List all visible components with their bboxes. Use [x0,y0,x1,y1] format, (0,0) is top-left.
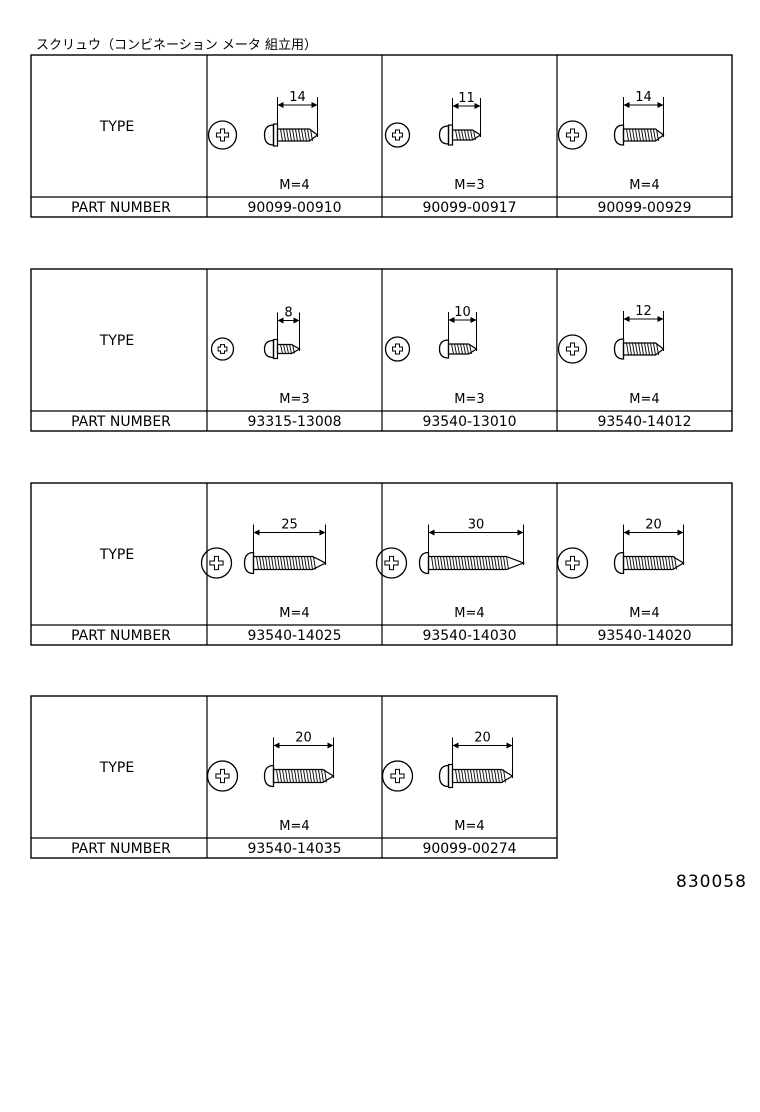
length-value: 8 [284,306,292,321]
screw-cell: 20M=4 93540-14020 [556,518,692,644]
part-number[interactable]: 93540-14020 [597,628,691,644]
part-number[interactable]: 93540-13010 [422,414,516,430]
screw-head-top-view-icon [375,547,408,579]
length-dimension: 20 [273,731,334,778]
screw-side-view-icon [263,338,301,360]
screw-head-top-view-icon [210,337,235,361]
part-number[interactable]: 90099-00910 [247,200,341,216]
screw-side-view-icon [243,551,327,575]
length-value: 30 [468,518,485,533]
screw-head-top-view-icon [384,336,411,362]
screw-side-view-icon [263,123,319,147]
screw-side-view-icon [438,339,478,359]
screw-side-view-icon [438,124,482,146]
screw-head-top-view-icon [206,760,239,792]
part-number[interactable]: 93315-13008 [247,414,341,430]
length-dimension: 20 [452,731,513,778]
length-value: 11 [458,91,475,106]
length-dimension: 25 [253,518,326,565]
screw-head-top-view-icon [200,547,233,579]
screw-cell: 30M=4 93540-14030 [375,518,526,644]
part-number[interactable]: 93540-14012 [597,414,691,430]
part-number[interactable]: 93540-14030 [422,628,516,644]
thread-size: M=4 [454,819,484,834]
thread-size: M=4 [454,606,484,621]
screw-cell: 14M=4 90099-00929 [557,90,692,216]
thread-size: M=3 [454,392,484,407]
screw-head-top-view-icon [381,760,414,792]
thread-size: M=4 [279,178,309,193]
screw-side-view-icon [438,763,514,789]
screw-side-view-icon [418,551,526,575]
length-value: 20 [474,731,491,746]
screw-cell: 11M=3 90099-00917 [384,91,517,216]
screw-side-view-icon [613,551,685,575]
length-value: 14 [635,90,652,105]
length-value: 14 [289,90,306,105]
thread-size: M=3 [279,392,309,407]
screw-cell: 25M=4 93540-14025 [200,518,342,644]
length-value: 20 [645,518,662,533]
thread-size: M=4 [629,392,659,407]
type-label: TYPE [99,760,134,776]
page-title: スクリュウ（コンビネーション メータ 組立用） [36,38,318,53]
type-label: TYPE [99,119,134,135]
length-value: 25 [281,518,298,533]
part-number-label: PART NUMBER [71,200,171,216]
length-dimension: 30 [428,518,524,565]
screw-head-top-view-icon [207,120,238,150]
screw-cell: 14M=4 90099-00910 [207,90,342,216]
part-number-label: PART NUMBER [71,628,171,644]
screw-side-view-icon [613,338,665,360]
thread-size: M=4 [629,606,659,621]
length-value: 10 [454,305,471,320]
part-number[interactable]: 93540-14035 [247,841,341,857]
length-dimension: 10 [448,305,477,351]
screw-side-view-icon [263,764,335,788]
screw-cell: 12M=4 93540-14012 [557,304,692,430]
reference-code: 830058 [676,872,747,892]
thread-size: M=4 [279,606,309,621]
screw-head-top-view-icon [556,547,589,579]
thread-size: M=4 [629,178,659,193]
part-number[interactable]: 93540-14025 [247,628,341,644]
length-dimension: 14 [623,90,664,137]
screw-cell: 20M=4 93540-14035 [206,731,342,857]
length-value: 12 [635,304,652,319]
screw-cell: 8M=3 93315-13008 [210,306,342,430]
screw-cell: 10M=3 93540-13010 [384,305,517,430]
part-number-label: PART NUMBER [71,414,171,430]
length-dimension: 8 [277,306,300,351]
length-dimension: 11 [452,91,481,137]
part-number[interactable]: 90099-00274 [422,841,516,857]
screw-side-view-icon [613,124,665,146]
length-dimension: 20 [623,518,684,565]
part-number[interactable]: 90099-00929 [597,200,691,216]
length-dimension: 12 [623,304,664,351]
part-number[interactable]: 90099-00917 [422,200,516,216]
screw-cell: 20M=4 90099-00274 [381,731,517,857]
thread-size: M=4 [279,819,309,834]
screw-head-top-view-icon [557,334,588,364]
length-value: 20 [295,731,312,746]
screw-head-top-view-icon [384,122,411,148]
type-label: TYPE [99,547,134,563]
thread-size: M=3 [454,178,484,193]
type-label: TYPE [99,333,134,349]
length-dimension: 14 [277,90,318,137]
part-number-label: PART NUMBER [71,841,171,857]
table-border [30,695,558,859]
screw-head-top-view-icon [557,120,588,150]
